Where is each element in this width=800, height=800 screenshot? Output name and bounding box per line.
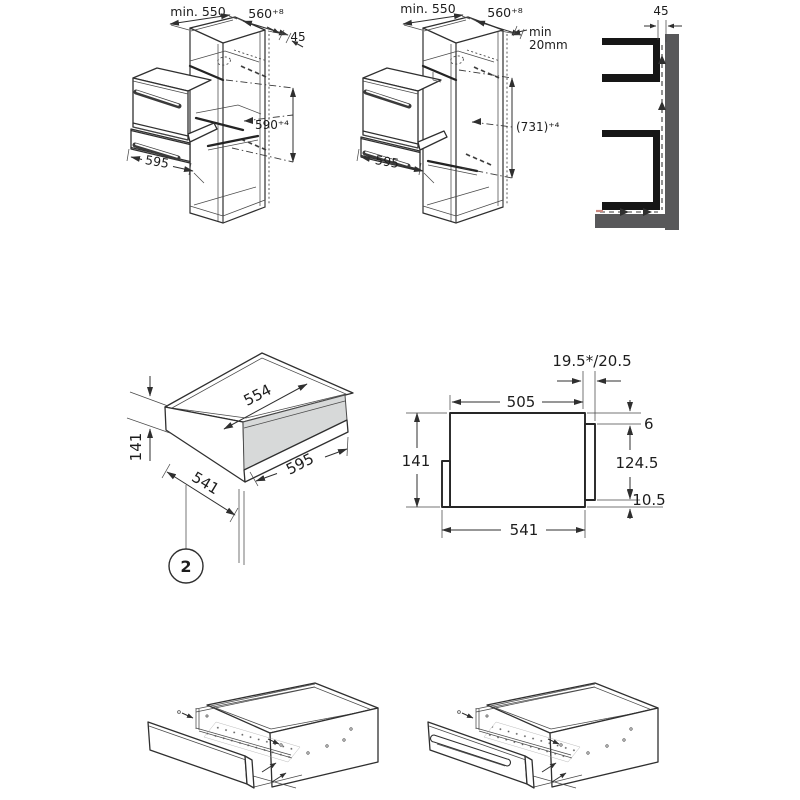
front-panel-lip <box>441 460 451 508</box>
label-541-profile: 541 <box>510 521 539 539</box>
label-560: 560⁺⁸ <box>248 6 283 21</box>
figure-assembly-handle <box>427 682 659 789</box>
dimension-offset: 19.5*/20.5 <box>552 352 632 421</box>
label-505: 505 <box>507 393 536 411</box>
dimension-595: 595 <box>126 148 205 184</box>
fastening-screws <box>177 710 287 783</box>
carcass-holes <box>586 727 633 755</box>
carcass-holes <box>306 727 353 755</box>
label-45: 45 <box>290 30 305 44</box>
label-20mm: 20mm <box>529 38 568 52</box>
figure-drawer-profile: 19.5*/20.5 505 6 124.5 10.5 <box>402 352 666 539</box>
dimension-731: (731)⁺⁴ <box>458 69 560 179</box>
dimension-min550: min. 550 <box>400 1 471 31</box>
cabinet-shelves-vents <box>188 49 268 151</box>
appliance-oven-drawer <box>130 67 218 164</box>
label-541: 541 <box>189 468 223 498</box>
label-560: 560⁺⁸ <box>487 5 522 20</box>
dimension-141: 141 <box>126 376 171 462</box>
dimension-560: 560⁺⁸ <box>469 5 523 36</box>
dimension-141-left: 141 <box>402 412 447 508</box>
label-min: min <box>529 25 552 39</box>
perforated-base <box>203 721 301 763</box>
figure-drawer-iso: 554 141 541 595 2 <box>126 352 354 584</box>
callout-number: 2 <box>180 557 191 576</box>
upper-appliance-section <box>602 38 660 82</box>
label-45-gap: 45 <box>653 4 668 18</box>
dimension-505: 505 <box>449 393 584 411</box>
dimension-541: 541 <box>161 463 239 523</box>
body-outline <box>449 412 586 508</box>
floor-base <box>595 214 679 228</box>
label-731: (731)⁺⁴ <box>516 120 560 134</box>
figure-niche-731: min. 550 560⁺⁸ min 20mm (731)⁺⁴ <box>356 1 568 224</box>
figure-vent-section: 45 <box>595 4 682 230</box>
lower-appliance-section <box>602 130 660 210</box>
fastening-screws <box>457 710 567 783</box>
label-595: 595 <box>374 152 400 171</box>
label-offset: 19.5*/20.5 <box>552 352 631 370</box>
dimension-590: 590⁺⁴ <box>225 79 296 163</box>
dimension-45-rear: 45 <box>266 26 306 48</box>
figure-niche-590: min. 550 560⁺⁸ 45 590⁺⁴ 595 <box>126 4 306 224</box>
cabinet-outline <box>422 16 508 224</box>
dimension-min550: min. 550 <box>169 4 238 31</box>
label-6: 6 <box>644 415 654 433</box>
label-141: 141 <box>127 433 145 462</box>
callout-2: 2 <box>168 485 204 584</box>
label-min550: min. 550 <box>400 1 455 16</box>
cabinet-shelves-vents <box>421 49 501 176</box>
dimension-560: 560⁺⁸ <box>236 6 289 36</box>
front-handle-bar <box>429 734 512 767</box>
label-124-5: 124.5 <box>616 454 659 472</box>
dimension-595: 595 <box>356 148 435 184</box>
dimension-6: 6 <box>587 400 654 437</box>
label-590: 590⁺⁴ <box>255 118 289 132</box>
figure-assembly-plain <box>147 682 379 789</box>
label-595: 595 <box>144 152 170 171</box>
label-141-profile: 141 <box>402 452 431 470</box>
perforated-base <box>483 721 581 763</box>
dimension-10-5: 10.5 <box>587 489 666 519</box>
callout-circle <box>168 548 204 584</box>
airflow-path <box>596 45 666 216</box>
rear-tab <box>584 423 596 501</box>
dimension-124-5: 124.5 <box>616 425 659 500</box>
dimension-541-bottom: 541 <box>441 510 586 539</box>
rear-wall <box>665 34 679 230</box>
dimension-min-20mm: min 20mm <box>512 25 568 52</box>
appliance-oven-drawer <box>360 67 448 172</box>
label-10-5: 10.5 <box>632 491 665 509</box>
dimension-45-gap: 45 <box>644 4 682 42</box>
